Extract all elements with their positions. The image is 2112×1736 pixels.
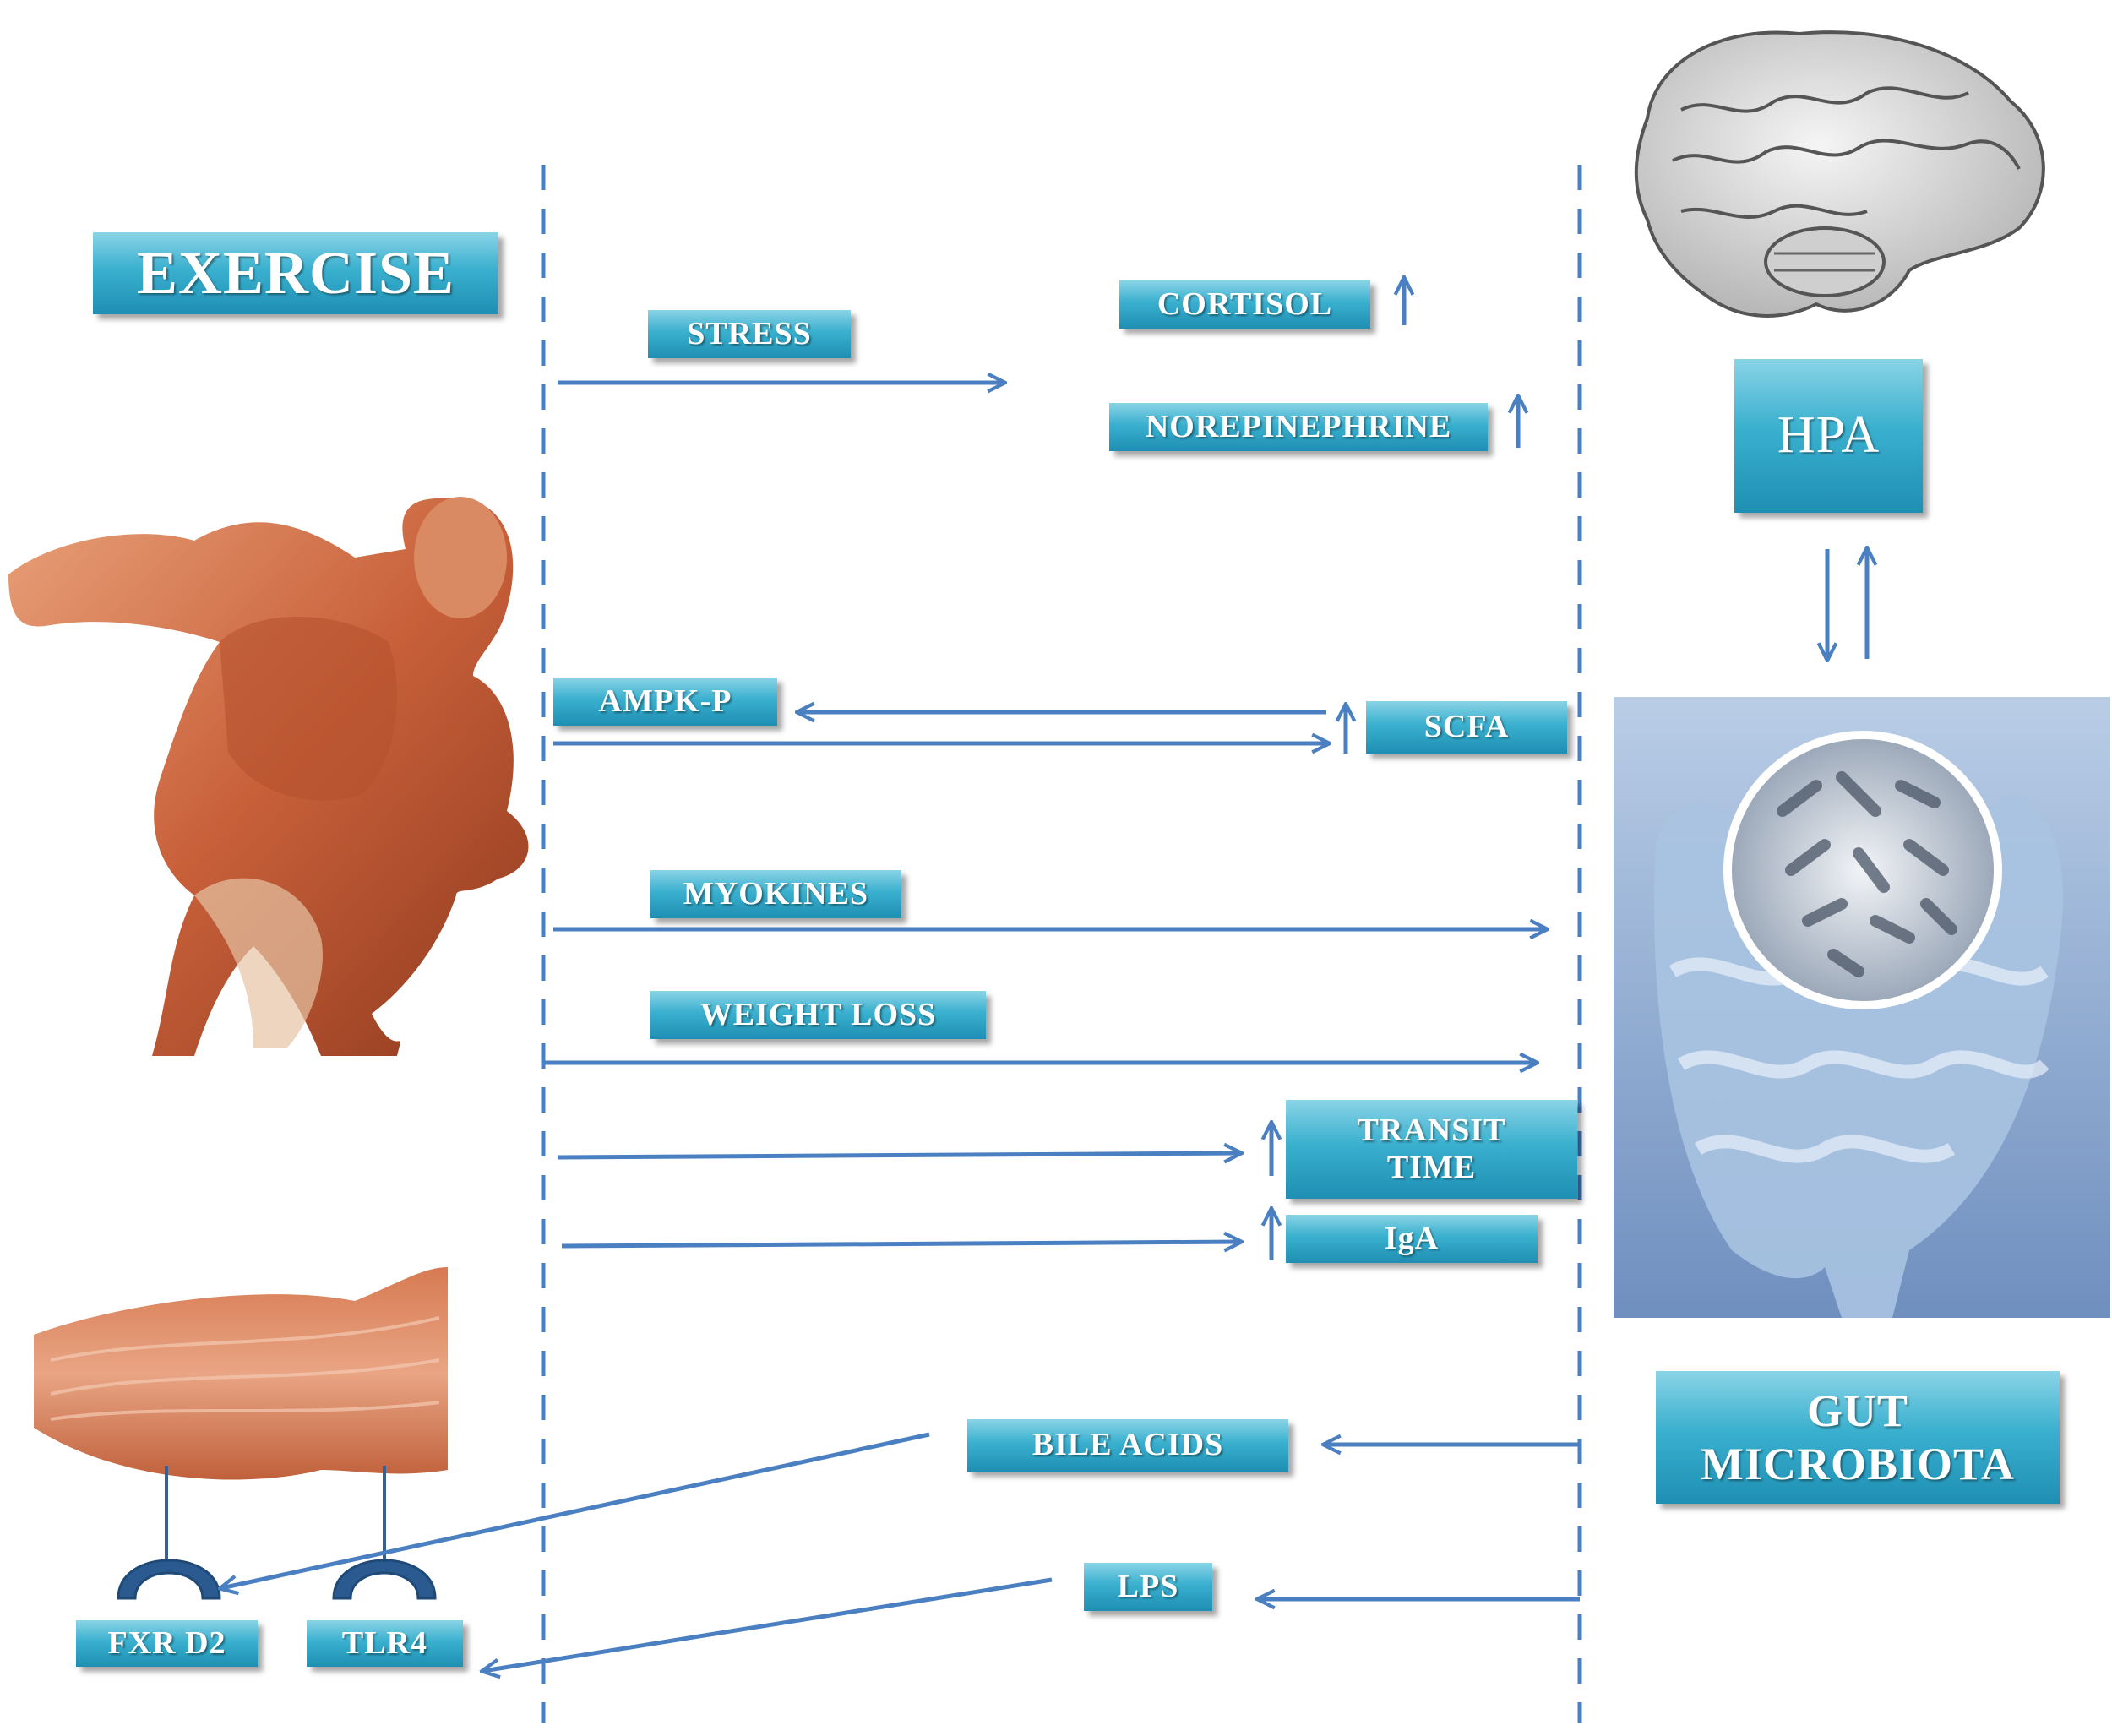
scfa-label: SCFA: [1366, 701, 1567, 754]
transit-time-label-line-2: TIME: [1386, 1149, 1477, 1185]
iga-label: IgA: [1286, 1215, 1538, 1263]
brain-illustration: [1634, 30, 2045, 318]
bile-acids-to-fxr-arrow: [221, 1432, 930, 1588]
norepinephrine-label: NOREPINEPHRINE: [1109, 403, 1488, 451]
ampk-p-label: AMPK-P: [553, 678, 777, 726]
fxr-d2-label: FXR D2: [76, 1620, 258, 1667]
exercise-label: EXERCISE: [93, 232, 498, 314]
human-muscle-figure: [8, 497, 529, 1056]
muscle-tissue-illustration: [34, 1267, 448, 1559]
transit-time-label: TRANSIT TIME: [1286, 1100, 1577, 1199]
cortisol-label: CORTISOL: [1119, 280, 1370, 329]
stress-label: STRESS: [648, 310, 851, 358]
bile-acids-label: BILE ACIDS: [967, 1419, 1288, 1472]
tlr4-label: TLR4: [307, 1620, 463, 1667]
transit-time-arrow: [557, 1153, 1240, 1157]
weight-loss-label: WEIGHT LOSS: [650, 991, 986, 1039]
hpa-label: HPA: [1734, 359, 1923, 513]
gut-microbiota-label-line-1: GUT: [1806, 1385, 1909, 1437]
gut-microbiota-label: GUT MICROBIOTA: [1656, 1371, 2060, 1504]
iga-arrow: [561, 1242, 1240, 1246]
lps-label: LPS: [1084, 1563, 1212, 1611]
lps-to-tlr4-arrow: [483, 1577, 1053, 1671]
fxr-receptor-icon: [117, 1559, 221, 1600]
gut-microbiota-illustration: [1614, 697, 2110, 1318]
myokines-label: MYOKINES: [650, 870, 901, 918]
gut-microbiota-label-line-2: MICROBIOTA: [1700, 1438, 2016, 1489]
tlr4-receptor-icon: [332, 1559, 437, 1600]
transit-time-label-line-1: TRANSIT: [1357, 1112, 1506, 1148]
